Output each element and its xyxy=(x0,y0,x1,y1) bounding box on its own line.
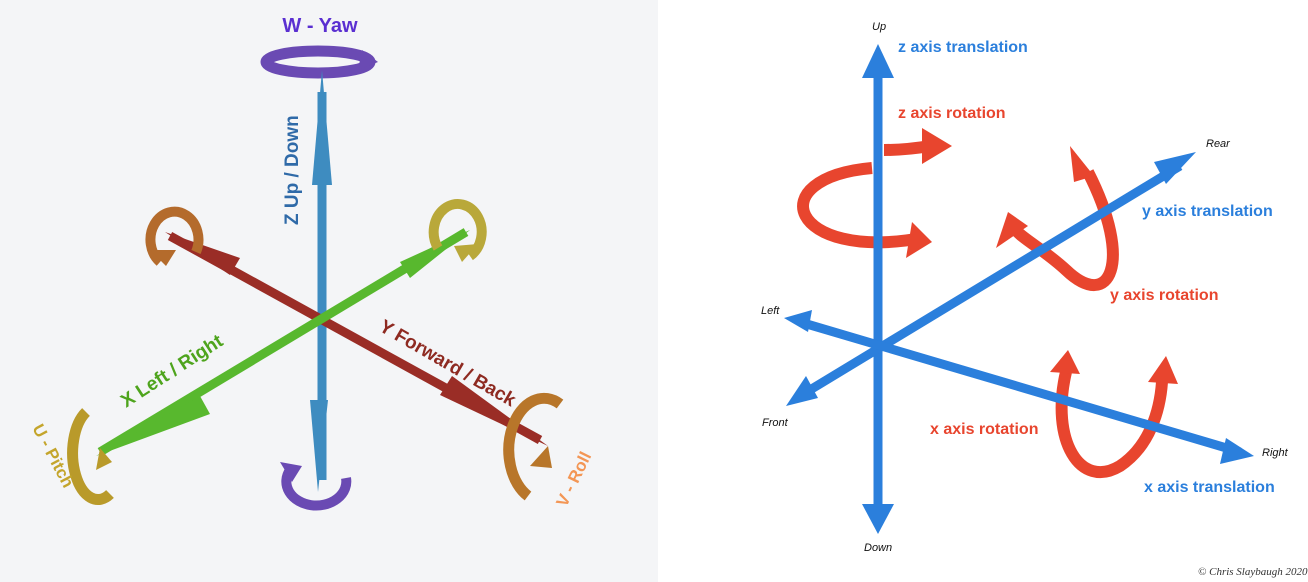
yaw-bottom-arrow-icon xyxy=(280,462,302,482)
pitch-arrow-icon xyxy=(96,448,112,470)
x-rotation-label: x axis rotation xyxy=(930,421,1038,438)
front-axis-arrowhead xyxy=(786,376,818,406)
y-rotation-arrow xyxy=(1006,169,1119,291)
upper-left-ring-arrow-icon xyxy=(150,250,176,266)
right-axis-arrowhead xyxy=(1220,438,1254,464)
left-background xyxy=(0,0,658,582)
z-translation-label: z axis translation xyxy=(898,39,1028,56)
pitch-rotation-ring xyxy=(67,408,114,506)
z-axis-up-arrowhead xyxy=(312,70,332,185)
up-label: Up xyxy=(872,21,886,33)
y-rotation-upper-arrowhead xyxy=(1070,146,1094,182)
left-axis-arrowhead xyxy=(784,310,812,332)
x-rotation-left-arrowhead xyxy=(1050,350,1080,374)
x-rotation-arrow xyxy=(1055,370,1168,478)
down-label: Down xyxy=(864,542,892,554)
rear-label: Rear xyxy=(1206,138,1231,150)
roll-arrow-icon xyxy=(530,446,552,468)
right-diagram: Up Down Left Right Front Rear z axis tra… xyxy=(761,21,1289,554)
y-translation-label: y axis translation xyxy=(1142,203,1273,220)
z-rotation-arrow xyxy=(797,162,924,249)
yaw-label: W - Yaw xyxy=(282,15,358,37)
front-rear-axis xyxy=(797,162,1183,400)
rear-axis-arrowhead xyxy=(1154,152,1196,184)
z-axis-down-arrowhead xyxy=(310,400,328,492)
x-rotation-right-arrowhead xyxy=(1148,356,1178,384)
yaw-arrow-icon xyxy=(358,50,378,70)
upper-right-ring-arrow-icon xyxy=(454,244,478,262)
z-rotation-label: z axis rotation xyxy=(898,105,1006,122)
left-diagram: W - Yaw Z Up / Down X Left / Right Y For… xyxy=(0,0,658,582)
yaw-bottom-ring xyxy=(281,467,352,511)
y-rotation-lower-arrowhead xyxy=(996,212,1028,248)
x-axis-right-arrowhead xyxy=(400,230,470,278)
down-axis-arrowhead xyxy=(862,504,894,534)
left-direction-label: Left xyxy=(761,305,780,317)
upper-right-rotation-ring xyxy=(428,198,487,261)
x-axis-left-arrowhead xyxy=(96,396,210,456)
z-rotation-upper-arrowhead xyxy=(922,128,952,164)
y-rotation-label: y axis rotation xyxy=(1110,287,1218,304)
upper-left-rotation-ring xyxy=(145,206,204,266)
left-right-axis xyxy=(798,317,1242,457)
x-translation-label: x axis translation xyxy=(1144,479,1275,496)
right-direction-label: Right xyxy=(1262,447,1289,459)
y-axis-forward-arrowhead xyxy=(440,376,548,446)
up-axis-arrowhead xyxy=(862,44,894,78)
z-rotation-lower-arrowhead xyxy=(906,222,932,258)
roll-rotation-ring xyxy=(503,392,564,501)
front-label: Front xyxy=(762,417,789,429)
copyright-credit: © Chris Slaybaugh 2020 xyxy=(1198,566,1308,578)
z-axis-label: Z Up / Down xyxy=(282,115,303,225)
y-axis-back-arrowhead xyxy=(165,232,240,275)
